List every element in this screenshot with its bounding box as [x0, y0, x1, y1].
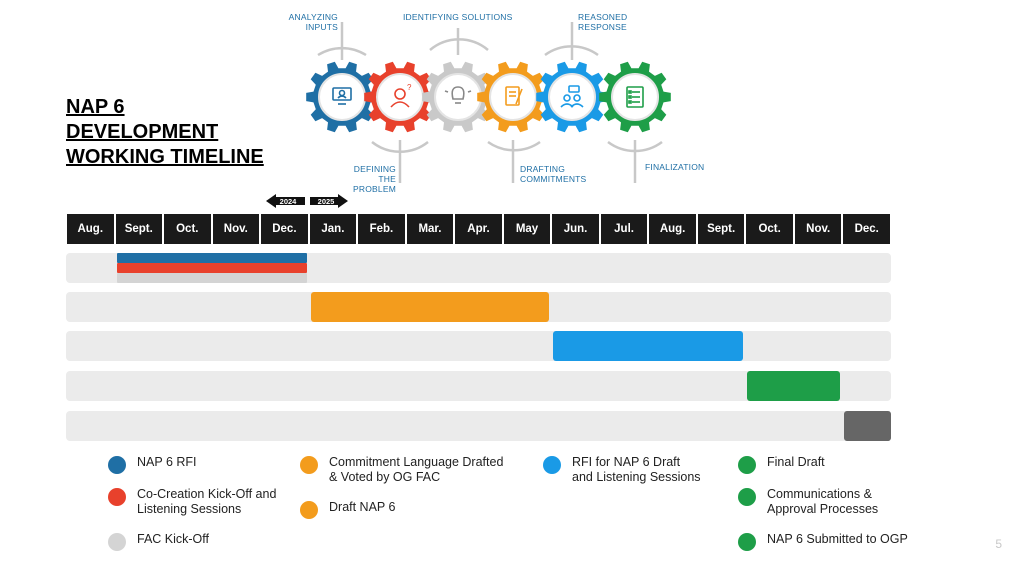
timeline-bar-7	[844, 411, 891, 441]
computer-user-icon	[332, 87, 352, 105]
step-label-finalization: FINALIZATION	[645, 162, 705, 172]
step-label-identifying-solutions: IDENTIFYING SOLUTIONS	[403, 12, 513, 22]
step-label-analyzing-inputs: ANALYZING INPUTS	[288, 12, 338, 32]
month-header-4: Nov.	[212, 214, 260, 244]
legend-dot	[108, 488, 126, 506]
legend-dot	[300, 501, 318, 519]
legend-label: FAC Kick-Off	[137, 532, 210, 546]
month-header-1: Aug.	[67, 214, 114, 244]
month-header-5: Dec.	[261, 214, 308, 244]
legend-label: RFI for NAP 6 Draft and Listening Sessio…	[572, 455, 701, 484]
month-header-6: Jan.	[309, 214, 357, 244]
legend-dot	[738, 533, 756, 551]
month-header-17: Dec.	[843, 214, 890, 244]
month-header-12: Jul.	[600, 214, 648, 244]
legend-item-5: Draft NAP 6	[300, 500, 395, 519]
legend-item-9: NAP 6 Submitted to OGP	[738, 532, 908, 551]
month-header-2: Sept.	[115, 214, 163, 244]
legend-dot	[543, 456, 561, 474]
title-line-1: NAP 6	[66, 96, 125, 118]
year-arrow-2024: 2024	[266, 194, 305, 208]
legend-item-3: FAC Kick-Off	[108, 532, 209, 551]
connector-lines	[317, 22, 663, 183]
timeline-track-3	[66, 331, 891, 361]
legend-label: Co-Creation Kick-Off and Listening Sessi…	[137, 487, 277, 516]
timeline-bar-4	[310, 292, 550, 322]
month-header-11: Jun.	[552, 214, 599, 244]
gear-4	[477, 61, 549, 133]
document-pen-icon	[505, 86, 523, 106]
checklist-icon	[626, 86, 644, 108]
year-label-2025: 2025	[318, 197, 335, 206]
legend-dot	[108, 456, 126, 474]
month-header-15: Oct.	[746, 214, 793, 244]
page-number: 5	[995, 537, 1002, 551]
month-header-9: Apr.	[455, 214, 502, 244]
group-chat-icon	[560, 85, 584, 108]
month-header-16: Nov.	[794, 214, 842, 244]
month-header-14: Sept.	[697, 214, 745, 244]
gear-6	[599, 61, 671, 133]
legend-label: Communications & Approval Processes	[767, 487, 879, 516]
month-header-10: May	[503, 214, 551, 244]
timeline-track-5	[66, 411, 891, 441]
legend-label: Final Draft	[767, 455, 825, 469]
legend-label: Draft NAP 6	[329, 500, 396, 514]
legend-dot	[108, 533, 126, 551]
legend-item-2: Co-Creation Kick-Off and Listening Sessi…	[108, 487, 276, 517]
legend-dot	[738, 488, 756, 506]
step-label-defining-problem: DEFINING THE PROBLEM	[353, 164, 396, 194]
legend-dot	[300, 456, 318, 474]
step-label-reasoned-response: REASONED RESPONSE	[578, 12, 628, 32]
legend-item-6: RFI for NAP 6 Draft and Listening Sessio…	[543, 455, 701, 485]
timeline-bar-5	[553, 331, 744, 361]
gear-3	[422, 61, 494, 133]
timeline-bar-6	[747, 371, 841, 401]
legend-label: NAP 6 Submitted to OGP	[767, 532, 908, 546]
legend-item-8: Communications & Approval Processes	[738, 487, 878, 517]
year-arrows: 2024 2025	[266, 194, 348, 208]
title-line-2: DEVELOPMENT	[66, 121, 219, 143]
step-label-drafting-commitments: DRAFTING COMMITMENTS	[520, 164, 587, 184]
legend-item-4: Commitment Language Drafted & Voted by O…	[300, 455, 503, 485]
timeline-bar-1	[116, 253, 307, 263]
page-title: NAP 6 DEVELOPMENT WORKING TIMELINE	[66, 95, 264, 170]
legend-label: Commitment Language Drafted & Voted by O…	[329, 455, 504, 484]
gear-1	[306, 61, 378, 133]
month-header-3: Oct.	[164, 214, 211, 244]
month-header-row: Aug.Sept.Oct.Nov.Dec.Jan.Feb.Mar.Apr.May…	[66, 214, 891, 244]
timeline-bar-3	[116, 273, 307, 283]
thinking-person-icon: ?	[390, 83, 412, 108]
timeline-bar-2	[116, 263, 307, 273]
title-line-3: WORKING TIMELINE	[66, 146, 264, 168]
legend-label: NAP 6 RFI	[137, 455, 197, 469]
gear-5	[536, 61, 608, 133]
legend-item-1: NAP 6 RFI	[108, 455, 197, 474]
year-arrow-2025: 2025	[310, 194, 348, 208]
lightbulb-icon	[444, 86, 472, 104]
month-header-8: Mar.	[406, 214, 454, 244]
legend-dot	[738, 456, 756, 474]
svg-text:?: ?	[407, 83, 412, 92]
month-header-13: Aug.	[649, 214, 696, 244]
year-label-2024: 2024	[280, 197, 298, 206]
process-gears-diagram: ?	[306, 22, 671, 183]
month-header-7: Feb.	[358, 214, 405, 244]
legend-item-7: Final Draft	[738, 455, 825, 474]
